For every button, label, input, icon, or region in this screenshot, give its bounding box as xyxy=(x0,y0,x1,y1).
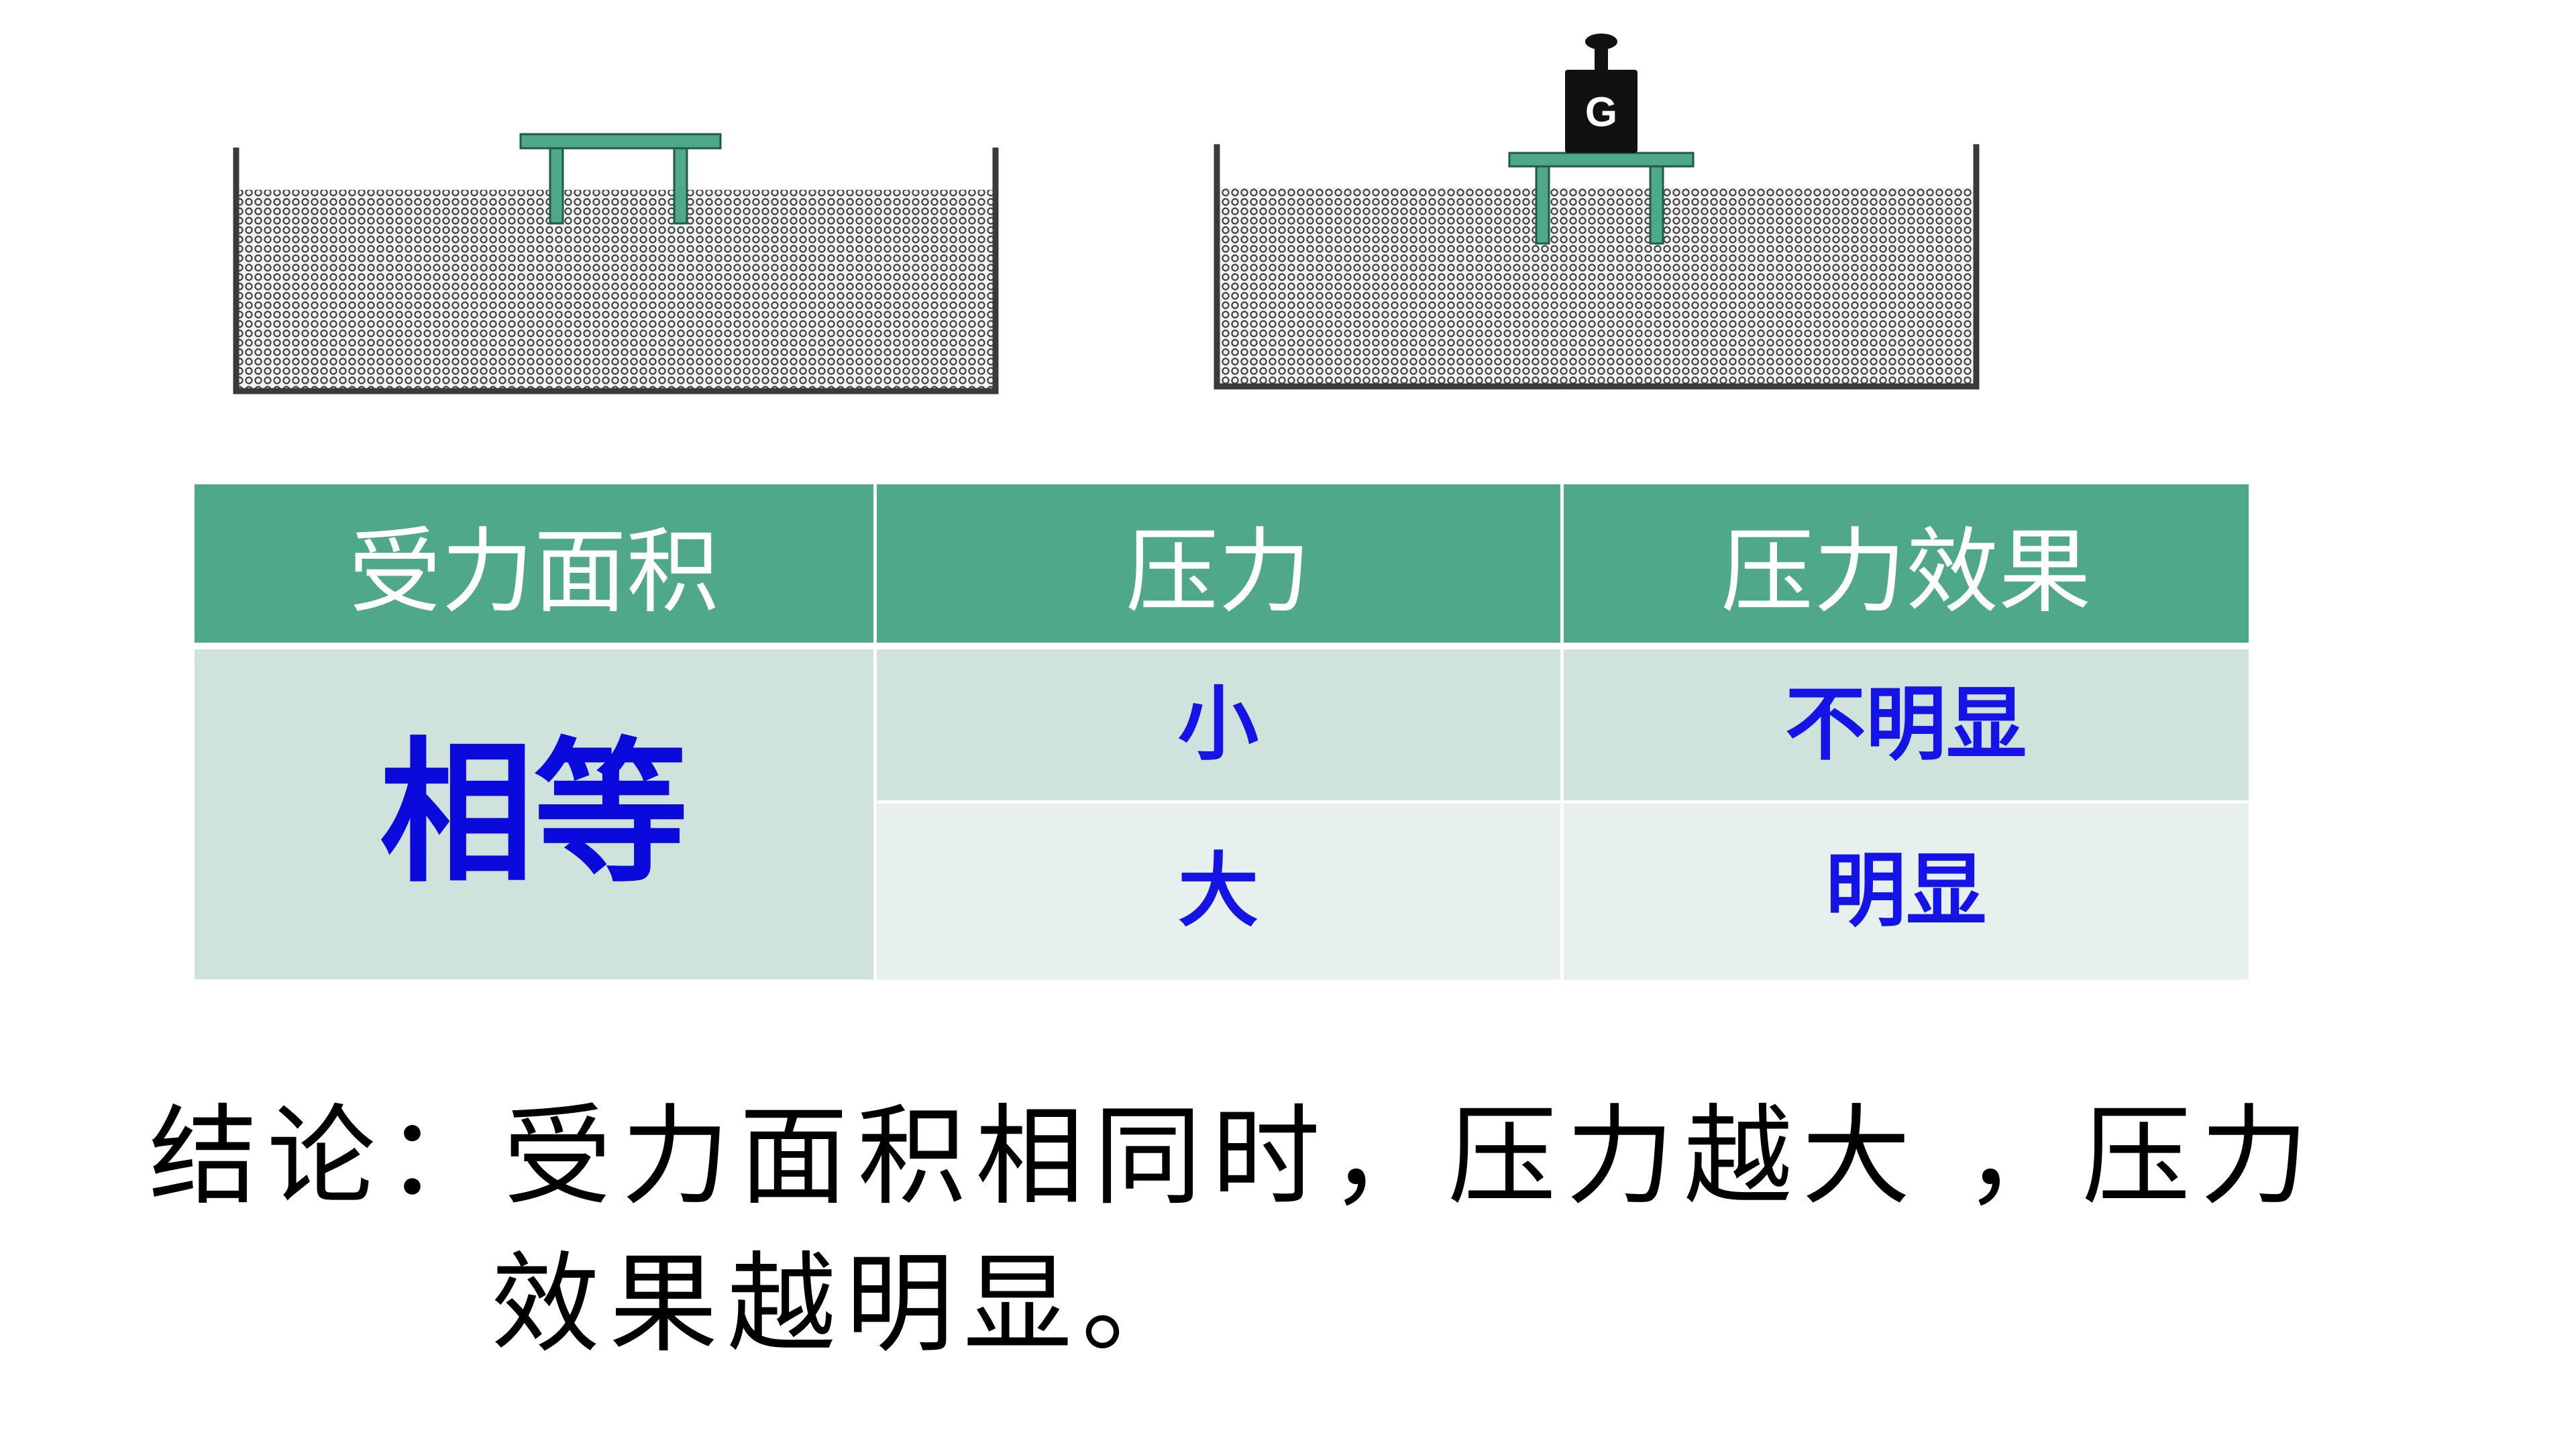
header-area: 受力面积 xyxy=(195,484,877,649)
effect-value: 不明显 xyxy=(1785,678,2027,771)
pressure-value: 大 xyxy=(1178,845,1258,938)
experiment-illustration: G xyxy=(233,34,1980,394)
sand-container-right xyxy=(1214,144,1980,390)
pressure-cell: 小 xyxy=(875,646,1564,802)
area-value: 相等 xyxy=(379,724,688,904)
effect-cell: 明显 xyxy=(1562,800,2249,979)
effect-cell: 不明显 xyxy=(1562,646,2249,802)
conclusion-line-1: 结论：受力面积相同时，压力越大 ，压力 xyxy=(149,1094,2318,1220)
weight-label: G xyxy=(1585,89,1617,136)
table-row: 相等 小 不明显 xyxy=(195,646,2249,979)
stool-right xyxy=(1508,152,1695,245)
table-row: 大 明显 xyxy=(195,800,2249,979)
pressure-cell: 大 xyxy=(875,800,1564,979)
table-header-row: 受力面积 压力 压力效果 xyxy=(195,484,2249,649)
pressure-value: 小 xyxy=(1178,678,1258,771)
effect-value: 明显 xyxy=(1825,845,1987,938)
stool-left xyxy=(519,133,722,225)
comparison-table: 受力面积 压力 压力效果 相等 小 不明显 大 明显 xyxy=(195,484,2249,979)
header-effect: 压力效果 xyxy=(1562,484,2249,649)
area-merged-cell: 相等 xyxy=(195,646,877,979)
sand-container-left xyxy=(233,148,999,394)
weight-icon: G xyxy=(1565,34,1638,153)
conclusion-line-2: 效果越明显。 xyxy=(491,1242,1199,1368)
conclusion-text: 结论：受力面积相同时，压力越大 ，压力 效果越明显。 xyxy=(149,1083,2537,1379)
header-pressure: 压力 xyxy=(875,484,1564,649)
